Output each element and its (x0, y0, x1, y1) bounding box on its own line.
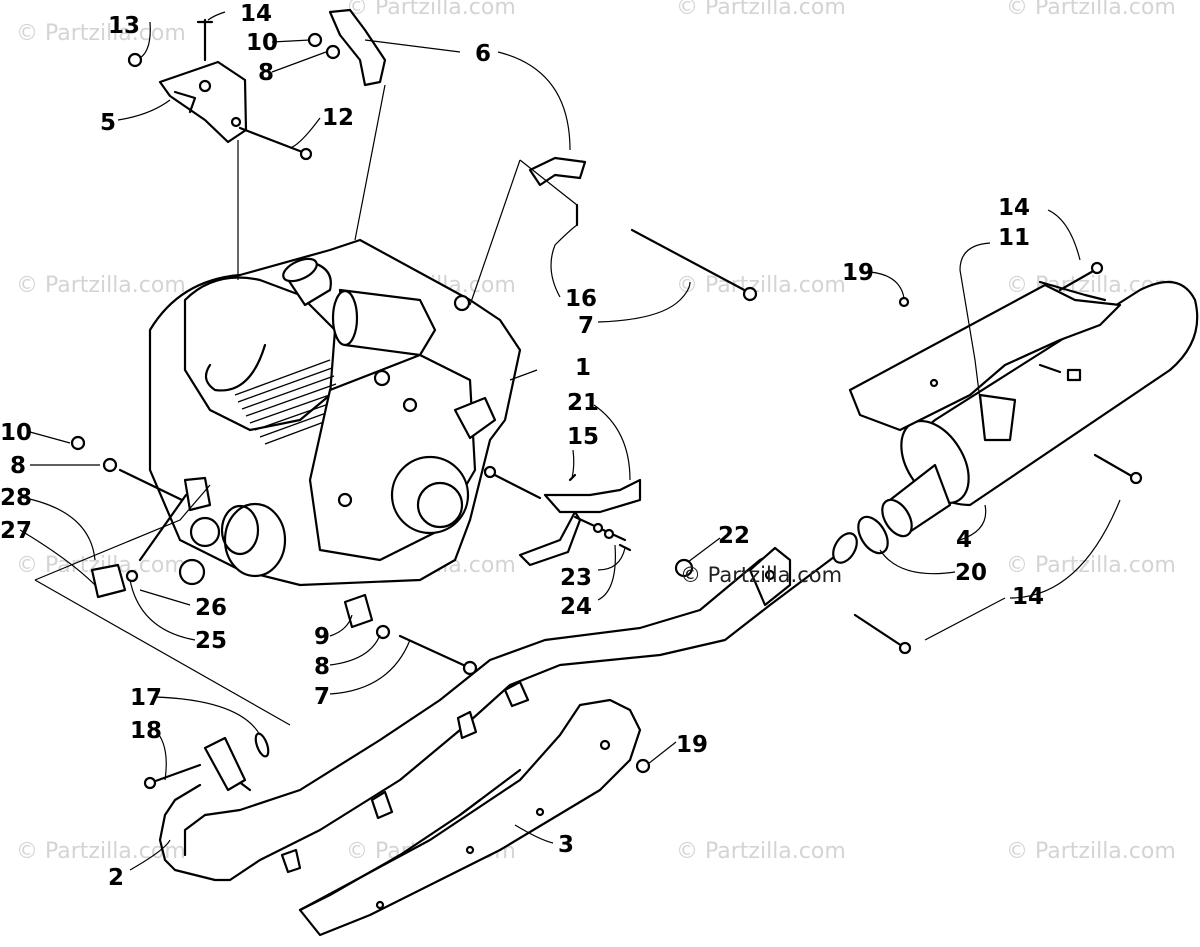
callout-3: 3 (558, 832, 574, 858)
callout-10: 10 (0, 420, 32, 446)
callout-27: 27 (0, 518, 32, 544)
callout-18: 18 (130, 718, 162, 744)
callout-11: 11 (998, 225, 1030, 251)
callout-12: 12 (322, 105, 354, 131)
watermark: © Partzilla.com (16, 21, 186, 46)
callout-14: 14 (1012, 584, 1044, 610)
callout-4: 4 (956, 527, 972, 553)
watermark: © Partzilla.com (1006, 553, 1176, 578)
watermark: © Partzilla.com (346, 0, 516, 20)
watermark: © Partzilla.com (680, 563, 842, 587)
callout-15: 15 (567, 424, 599, 450)
callout-5: 5 (100, 110, 116, 136)
watermark: © Partzilla.com (16, 273, 186, 298)
muffler (881, 280, 1199, 538)
watermark: © Partzilla.com (676, 0, 846, 20)
callout-14: 14 (998, 195, 1030, 221)
callout-26: 26 (195, 595, 227, 621)
callout-8: 8 (10, 453, 26, 479)
callout-20: 20 (955, 560, 987, 586)
watermark: © Partzilla.com (676, 839, 846, 864)
callout-1: 1 (575, 355, 591, 381)
callout-24: 24 (560, 594, 592, 620)
callout-25: 25 (195, 628, 227, 654)
callout-13: 13 (108, 13, 140, 39)
callout-8: 8 (314, 654, 330, 680)
callout-6: 6 (475, 41, 491, 67)
mount-hardware-lower (343, 593, 478, 676)
callout-labels: 13 14 10 8 5 12 6 16 7 1 21 15 10 8 28 2… (0, 1, 1044, 891)
engine-mount-bracket (158, 60, 248, 144)
muffler-heat-shield (848, 280, 1122, 442)
exhaust-header-pipe (143, 532, 858, 882)
watermark: © Partzilla.com (1006, 0, 1176, 20)
callout-21: 21 (567, 390, 599, 416)
leader-lines (19, 11, 1121, 871)
callout-10: 10 (246, 30, 278, 56)
watermark: © Partzilla.com (676, 273, 846, 298)
callout-19: 19 (676, 732, 708, 758)
callout-2: 2 (108, 865, 124, 891)
watermark: © Partzilla.com (16, 839, 186, 864)
callout-19: 19 (842, 260, 874, 286)
callout-23: 23 (560, 565, 592, 591)
callout-8: 8 (258, 60, 274, 86)
callout-14: 14 (240, 1, 272, 27)
header-heat-shield (280, 680, 642, 937)
callout-7: 7 (578, 313, 594, 339)
callout-7: 7 (314, 684, 330, 710)
callout-22: 22 (718, 523, 750, 549)
shift-lever-bracket (483, 465, 694, 578)
callout-9: 9 (314, 624, 330, 650)
callout-16: 16 (565, 286, 597, 312)
callout-28: 28 (0, 485, 32, 511)
watermark: © Partzilla.com (1006, 839, 1176, 864)
engine-assembly (148, 238, 522, 587)
callout-17: 17 (130, 685, 162, 711)
